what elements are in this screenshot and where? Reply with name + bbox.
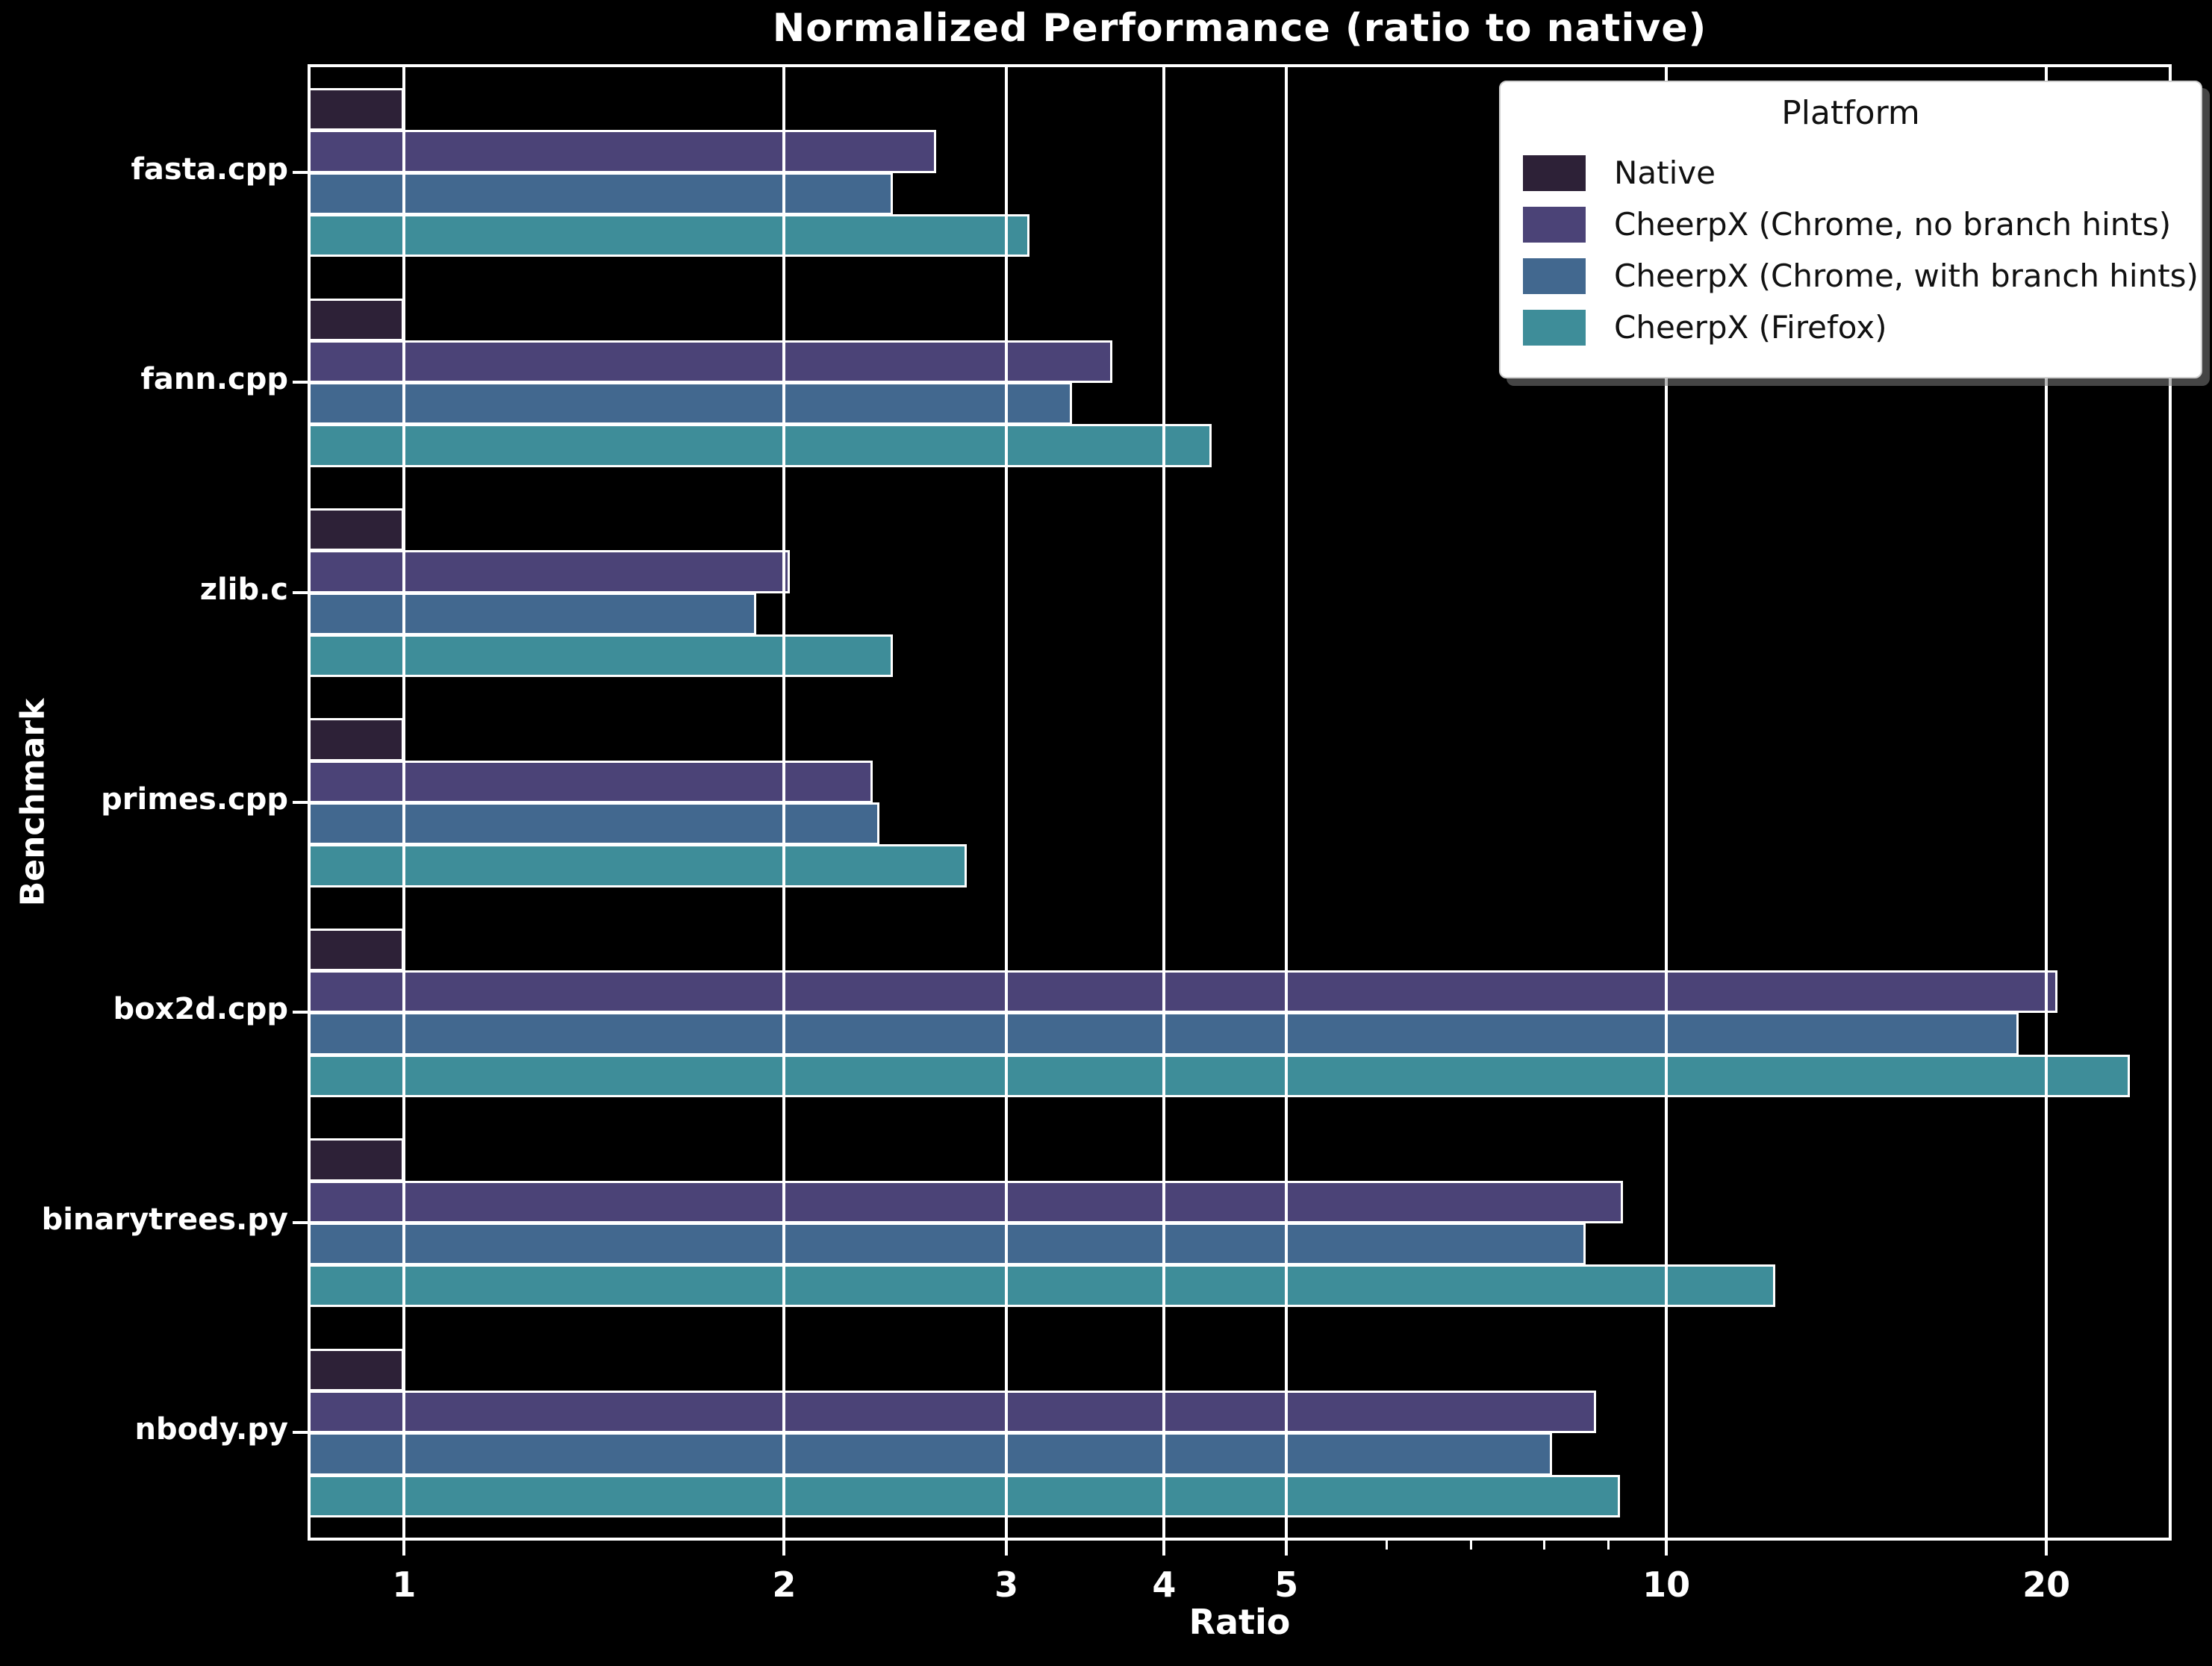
category-label-primes.cpp: primes.cpp — [101, 782, 288, 817]
x-minor-tick-7 — [1469, 1541, 1472, 1550]
gridline-2 — [782, 67, 786, 1538]
bar-zlib.c-series1 — [311, 550, 790, 593]
chart-title: Normalized Performance (ratio to native) — [772, 6, 1707, 51]
x-axis-label: Ratio — [1188, 1602, 1291, 1642]
legend-item-2: CheerpX (Chrome, with branch hints) — [1523, 258, 2199, 294]
x-tick-1 — [402, 1541, 406, 1556]
x-minor-tick-9 — [1607, 1541, 1610, 1550]
legend-item-label-2: CheerpX (Chrome, with branch hints) — [1614, 258, 2199, 294]
bar-fann.cpp-series2 — [311, 382, 1072, 425]
x-minor-tick-8 — [1542, 1541, 1545, 1550]
bar-fann.cpp-series3 — [311, 424, 1212, 467]
bar-box2d.cpp-series0 — [311, 928, 405, 972]
bar-zlib.c-series3 — [311, 634, 894, 678]
bar-binarytrees.py-series1 — [311, 1180, 1624, 1223]
bar-binarytrees.py-series0 — [311, 1138, 405, 1182]
legend-swatch-3 — [1523, 309, 1586, 346]
bar-fann.cpp-series0 — [311, 298, 405, 341]
x-minor-tick-6 — [1385, 1541, 1388, 1550]
bar-nbody.py-series2 — [311, 1432, 1553, 1476]
bar-nbody.py-series0 — [311, 1348, 405, 1391]
x-tick-label-2: 2 — [772, 1564, 797, 1605]
legend-swatch-1 — [1523, 206, 1586, 243]
bar-fasta.cpp-series0 — [311, 88, 405, 131]
x-tick-label-5: 5 — [1274, 1564, 1299, 1605]
x-tick-4 — [1162, 1541, 1166, 1556]
bar-fann.cpp-series1 — [311, 340, 1113, 384]
bar-primes.cpp-series1 — [311, 760, 873, 803]
bar-primes.cpp-series0 — [311, 718, 405, 761]
x-tick-label-20: 20 — [2022, 1564, 2071, 1605]
bar-nbody.py-series1 — [311, 1391, 1596, 1434]
legend-item-label-1: CheerpX (Chrome, no branch hints) — [1614, 206, 2172, 243]
x-tick-label-1: 1 — [392, 1564, 417, 1605]
y-tick-fasta.cpp — [293, 170, 311, 174]
category-label-box2d.cpp: box2d.cpp — [113, 992, 288, 1027]
bar-primes.cpp-series3 — [311, 844, 967, 887]
y-tick-binarytrees.py — [293, 1220, 311, 1224]
x-tick-3 — [1005, 1541, 1009, 1556]
gridline-3 — [1005, 67, 1009, 1538]
legend-item-0: Native — [1523, 155, 2178, 191]
y-tick-primes.cpp — [293, 801, 311, 804]
x-tick-label-3: 3 — [994, 1564, 1019, 1605]
gridline-1 — [402, 67, 406, 1538]
bar-box2d.cpp-series1 — [311, 970, 2057, 1014]
gridline-20 — [2045, 67, 2049, 1538]
legend-swatch-0 — [1523, 155, 1586, 191]
bar-fasta.cpp-series2 — [311, 172, 894, 215]
legend-title: Platform — [1781, 94, 1920, 132]
y-tick-box2d.cpp — [293, 1011, 311, 1014]
bar-fasta.cpp-series3 — [311, 214, 1030, 258]
x-tick-label-4: 4 — [1152, 1564, 1177, 1605]
gridline-10 — [1665, 67, 1669, 1538]
x-tick-10 — [1665, 1541, 1669, 1556]
bar-nbody.py-series3 — [311, 1474, 1621, 1517]
legend-item-label-0: Native — [1614, 155, 1716, 191]
legend-item-1: CheerpX (Chrome, no branch hints) — [1523, 206, 2178, 243]
x-tick-label-10: 10 — [1642, 1564, 1691, 1605]
y-tick-fann.cpp — [293, 381, 311, 384]
bar-zlib.c-series0 — [311, 508, 405, 552]
gridline-4 — [1162, 67, 1166, 1538]
bar-primes.cpp-series2 — [311, 802, 880, 846]
bar-zlib.c-series2 — [311, 592, 756, 635]
legend-swatch-2 — [1523, 258, 1586, 294]
y-tick-nbody.py — [293, 1431, 311, 1435]
x-tick-2 — [782, 1541, 786, 1556]
bar-fasta.cpp-series1 — [311, 130, 937, 173]
y-tick-zlib.c — [293, 590, 311, 594]
legend-item-3: CheerpX (Firefox) — [1523, 309, 2178, 346]
category-label-binarytrees.py: binarytrees.py — [41, 1202, 288, 1237]
legend-item-label-3: CheerpX (Firefox) — [1614, 309, 1887, 346]
bar-binarytrees.py-series3 — [311, 1264, 1776, 1308]
category-label-fasta.cpp: fasta.cpp — [131, 152, 289, 187]
category-label-fann.cpp: fann.cpp — [140, 362, 288, 397]
category-label-zlib.c: zlib.c — [199, 572, 288, 607]
bar-binarytrees.py-series2 — [311, 1222, 1586, 1266]
gridline-5 — [1285, 67, 1289, 1538]
x-tick-20 — [2045, 1541, 2049, 1556]
x-tick-5 — [1285, 1541, 1289, 1556]
category-label-nbody.py: nbody.py — [134, 1412, 288, 1447]
plot-inner — [311, 67, 2169, 1538]
bar-box2d.cpp-series3 — [311, 1054, 2131, 1097]
